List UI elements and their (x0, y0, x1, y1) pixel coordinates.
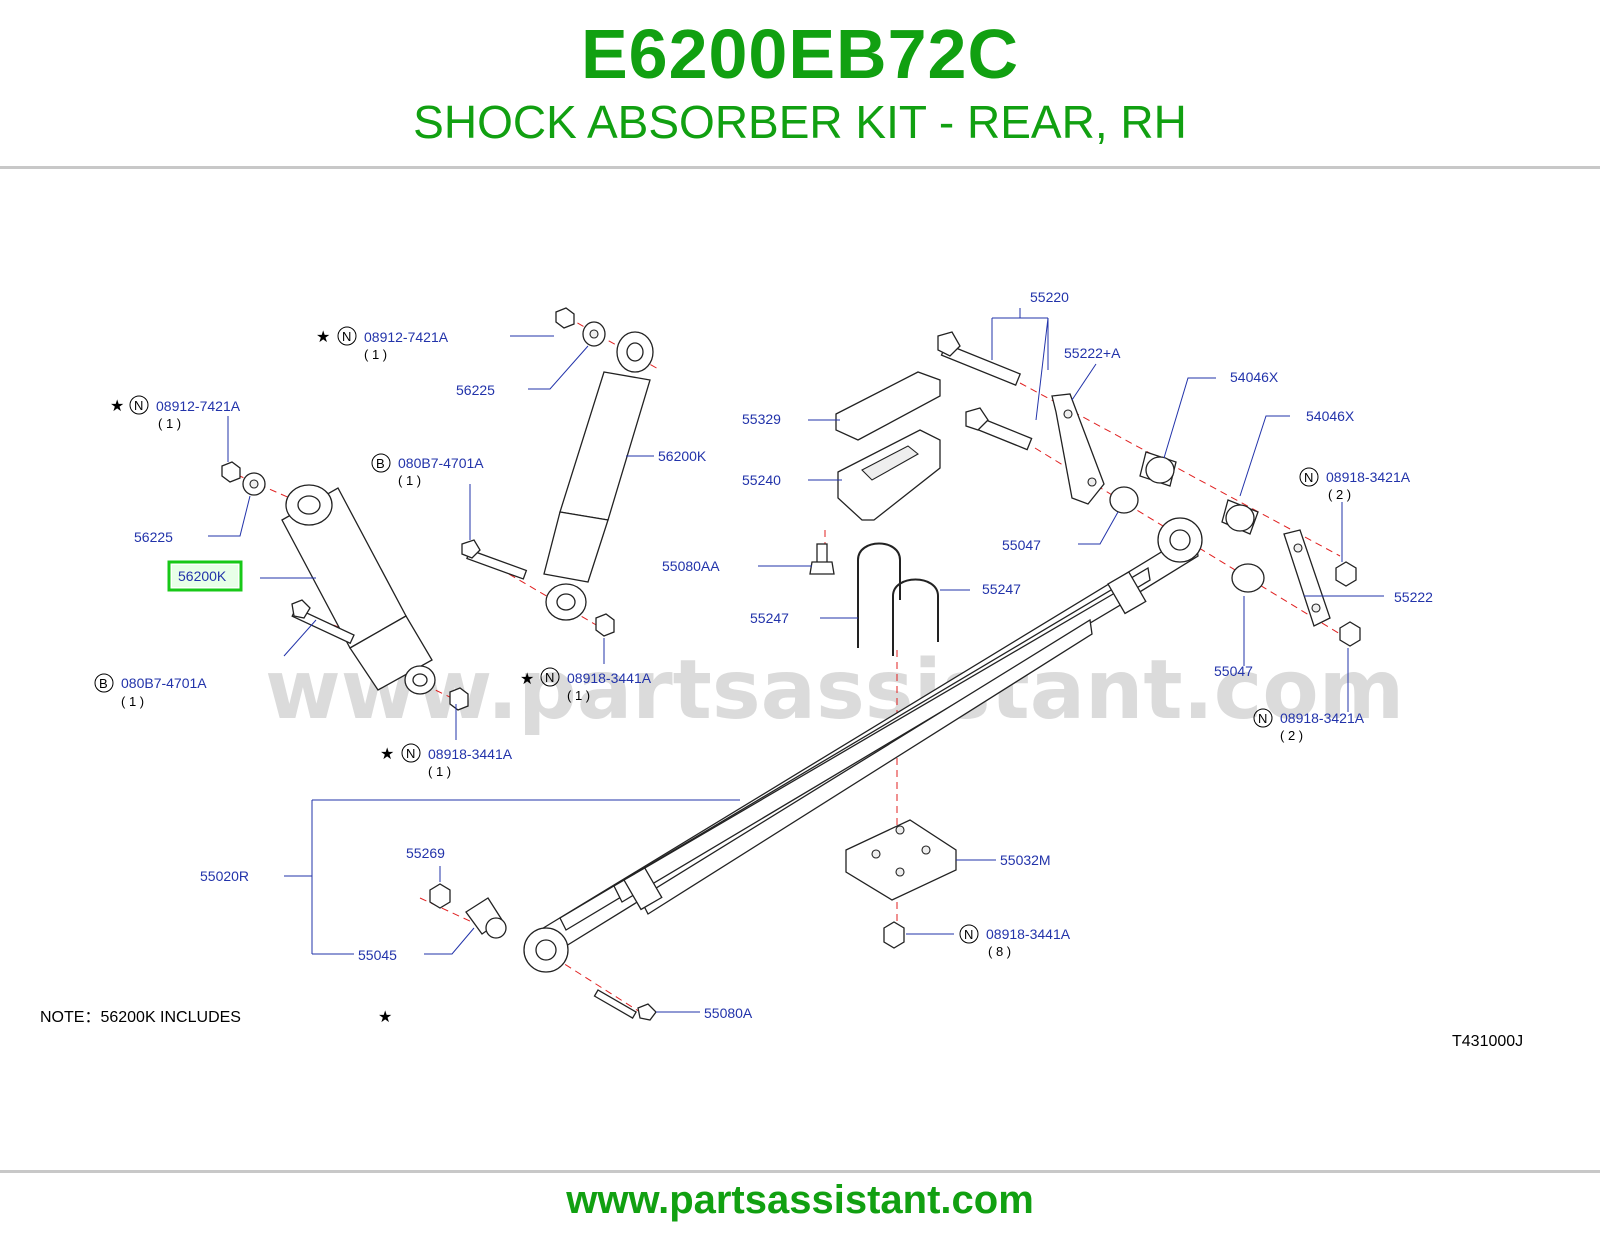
qty-080B7-4701A-mid: ( 1 ) (398, 473, 421, 488)
highlight-box (167, 560, 243, 592)
label-55220[interactable]: 55220 (1030, 289, 1069, 305)
shackle-plate-right (1283, 529, 1331, 627)
label-55080AA[interactable]: 55080AA (662, 558, 720, 574)
shock-bolts (291, 539, 528, 645)
qty-08912-7421A-top: ( 1 ) (364, 347, 387, 362)
label-56200K-highlight[interactable]: 56200K (178, 568, 227, 584)
label-55240[interactable]: 55240 (742, 472, 781, 488)
label-08918-3441A-plate[interactable]: 08918-3441A (986, 926, 1071, 942)
shock-fasteners (221, 307, 615, 711)
label-08918-3421A-lower[interactable]: 08918-3421A (1280, 710, 1365, 726)
label-56200K-right[interactable]: 56200K (658, 448, 707, 464)
label-080B7-4701A-mid[interactable]: 080B7-4701A (398, 455, 484, 471)
qty-08918-3441A-plate: ( 8 ) (988, 944, 1011, 959)
label-55047-lower[interactable]: 55047 (1214, 663, 1253, 679)
part-title: SHOCK ABSORBER KIT - REAR, RH (413, 96, 1187, 148)
label-55032M[interactable]: 55032M (1000, 852, 1051, 868)
n-marker: N (545, 670, 554, 685)
label-08918-3441A-mid[interactable]: 08918-3441A (567, 670, 652, 686)
qty-08918-3421A-lower: ( 2 ) (1280, 728, 1303, 743)
n-marker: N (1258, 711, 1267, 726)
label-55045[interactable]: 55045 (358, 947, 397, 963)
label-08918-3421A-upper[interactable]: 08918-3421A (1326, 469, 1411, 485)
n-marker: N (406, 746, 415, 761)
label-55247-left[interactable]: 55247 (750, 610, 789, 626)
note-star-marker: ★ (110, 398, 124, 415)
plate-nut (883, 921, 905, 949)
leader-lines (208, 308, 1384, 1013)
spring-plate (845, 819, 957, 901)
label-55020R[interactable]: 55020R (200, 868, 249, 884)
star-marker: ★ (380, 746, 394, 763)
n-marker-circle (540, 667, 560, 687)
front-eye-parts (429, 883, 657, 1021)
bushings (1109, 451, 1265, 593)
shackle-bolts (937, 331, 1033, 451)
right-nuts (1335, 561, 1361, 647)
footer-divider (0, 1170, 1600, 1173)
footer-url[interactable]: www.partsassistant.com (566, 1178, 1034, 1222)
pad-bolt (809, 543, 835, 575)
qty-08918-3441A-mid: ( 1 ) (567, 688, 590, 703)
label-55222[interactable]: 55222 (1394, 589, 1433, 605)
n-marker-circle (129, 395, 149, 415)
n-marker-circle (1253, 708, 1273, 728)
u-bolts (857, 542, 939, 656)
kit-note-star: ★ (378, 1009, 392, 1026)
shock-absorber-right (543, 331, 654, 621)
qty-08912-7421A-left: ( 1 ) (158, 416, 181, 431)
b-marker-circle (371, 453, 391, 473)
label-55247-right[interactable]: 55247 (982, 581, 1021, 597)
kit-note: NOTE：56200K INCLUDES (40, 1009, 241, 1026)
b-marker: B (376, 456, 385, 471)
label-55047-upper[interactable]: 55047 (1002, 537, 1041, 553)
label-08918-3441A-lower[interactable]: 08918-3441A (428, 746, 513, 762)
shackle-plate (1051, 393, 1105, 505)
qty-08918-3421A-upper: ( 2 ) (1328, 487, 1351, 502)
part-number: E6200EB72C (580, 15, 1020, 93)
n-marker-circle (337, 326, 357, 346)
label-56225-top[interactable]: 56225 (456, 382, 495, 398)
n-marker: N (134, 398, 143, 413)
label-08912-7421A-left[interactable]: 08912-7421A (156, 398, 241, 414)
qty-080B7-4701A-left: ( 1 ) (121, 694, 144, 709)
label-55080A[interactable]: 55080A (704, 1005, 753, 1021)
label-55269[interactable]: 55269 (406, 845, 445, 861)
n-marker: N (342, 329, 351, 344)
n-marker-circle (1299, 467, 1319, 487)
highlight-fill (172, 565, 238, 587)
n-marker: N (964, 927, 973, 942)
label-54046X-lower[interactable]: 54046X (1306, 408, 1355, 424)
label-56225-left[interactable]: 56225 (134, 529, 173, 545)
label-55329[interactable]: 55329 (742, 411, 781, 427)
n-marker: N (1304, 470, 1313, 485)
label-55222-A[interactable]: 55222+A (1064, 345, 1121, 361)
label-54046X-upper[interactable]: 54046X (1230, 369, 1279, 385)
star-marker: ★ (520, 671, 534, 688)
b-marker-circle (94, 673, 114, 693)
n-marker-circle (959, 924, 979, 944)
label-08912-7421A-top[interactable]: 08912-7421A (364, 329, 449, 345)
label-080B7-4701A-left[interactable]: 080B7-4701A (121, 675, 207, 691)
b-marker: B (99, 676, 108, 691)
qty-08918-3441A-lower: ( 1 ) (428, 764, 451, 779)
header-divider (0, 166, 1600, 169)
diagram-code: T431000J (1452, 1033, 1523, 1050)
star-marker: ★ (316, 329, 330, 346)
shock-absorber-left (281, 484, 436, 695)
leaf-spring (523, 517, 1203, 973)
n-marker-circle (401, 743, 421, 763)
spring-pad-and-seat (835, 371, 941, 521)
